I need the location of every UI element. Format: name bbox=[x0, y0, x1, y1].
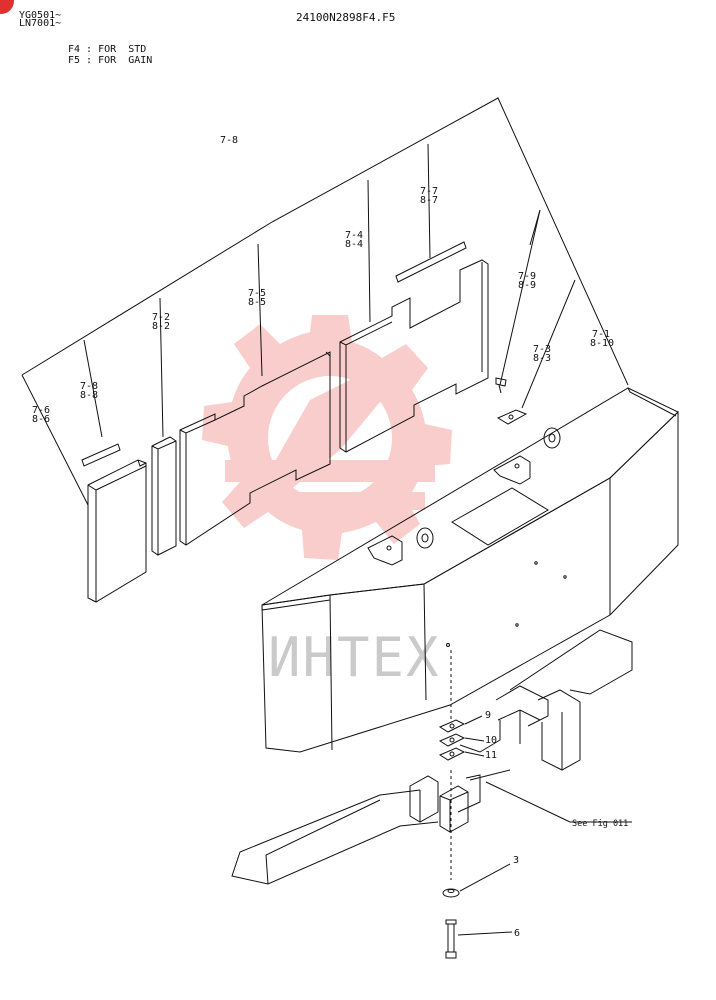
bolt-6 bbox=[445, 919, 457, 959]
plate-7-5 bbox=[179, 351, 331, 546]
drawing-code: 24100N2898F4.F5 bbox=[296, 11, 396, 24]
serial-range-2: LN7001~ bbox=[19, 18, 62, 29]
watermark-gear-logo: ИНТЕХ bbox=[202, 315, 452, 689]
callout-8-10: 8-10 bbox=[590, 338, 614, 349]
callout-7-1: 7-1 bbox=[592, 329, 610, 340]
callout-3: 3 bbox=[513, 855, 519, 866]
callout-7-6: 7-6 bbox=[32, 405, 50, 416]
plate-7-2 bbox=[151, 436, 177, 556]
callout-8-3: 8-3 bbox=[533, 353, 551, 364]
shim-10 bbox=[438, 733, 466, 747]
callout-8-4: 8-4 bbox=[345, 239, 363, 250]
counterweight-body bbox=[261, 387, 679, 753]
callout-11: 11 bbox=[485, 750, 497, 761]
callout-7-7: 7-7 bbox=[420, 186, 438, 197]
bolt-7-9 bbox=[495, 377, 507, 394]
callout-10: 10 bbox=[485, 735, 497, 746]
callout-labels: 7-8 7-7 8-7 7-4 8-4 7-9 8-9 7-5 8-5 7-2 … bbox=[32, 135, 628, 939]
legend-f5: F5 : FOR GAIN bbox=[68, 55, 153, 66]
callout-7-8b: 7-8 bbox=[80, 381, 98, 392]
see-fig-reference: See Fig 011 bbox=[572, 819, 628, 829]
bracket-7-3 bbox=[496, 409, 528, 425]
plate-7-7 bbox=[395, 241, 467, 283]
machine-frame bbox=[231, 629, 633, 885]
callout-9: 9 bbox=[485, 710, 491, 721]
part-leaders bbox=[457, 715, 632, 936]
lifting-lug-left bbox=[367, 527, 434, 566]
lifting-lug-right bbox=[493, 427, 561, 485]
shim-11 bbox=[438, 747, 466, 761]
callout-8-2: 8-2 bbox=[152, 321, 170, 332]
leader-lines bbox=[21, 97, 629, 506]
callout-7-4: 7-4 bbox=[345, 230, 363, 241]
plate-7-6 bbox=[87, 459, 147, 603]
callout-8-5: 8-5 bbox=[248, 297, 266, 308]
washer-3 bbox=[442, 888, 460, 898]
callout-6: 6 bbox=[514, 928, 520, 939]
callout-8-6: 8-6 bbox=[32, 414, 50, 425]
serial-range-1: YG0501~ bbox=[19, 10, 62, 21]
legend-f4: F4 : FOR STD bbox=[68, 44, 147, 55]
callout-7-5: 7-5 bbox=[248, 288, 266, 299]
callout-7-8: 7-8 bbox=[220, 135, 238, 146]
callout-8-8: 8-8 bbox=[80, 390, 98, 401]
plate-7-8-small bbox=[81, 443, 121, 467]
callout-8-7: 8-7 bbox=[420, 195, 438, 206]
plate-7-4 bbox=[339, 259, 489, 453]
watermark-text: ИНТЕХ bbox=[268, 626, 441, 689]
callout-7-2: 7-2 bbox=[152, 312, 170, 323]
shim-9 bbox=[438, 719, 466, 733]
callout-7-9: 7-9 bbox=[518, 271, 536, 282]
callout-7-3: 7-3 bbox=[533, 344, 551, 355]
callout-8-9: 8-9 bbox=[518, 280, 536, 291]
